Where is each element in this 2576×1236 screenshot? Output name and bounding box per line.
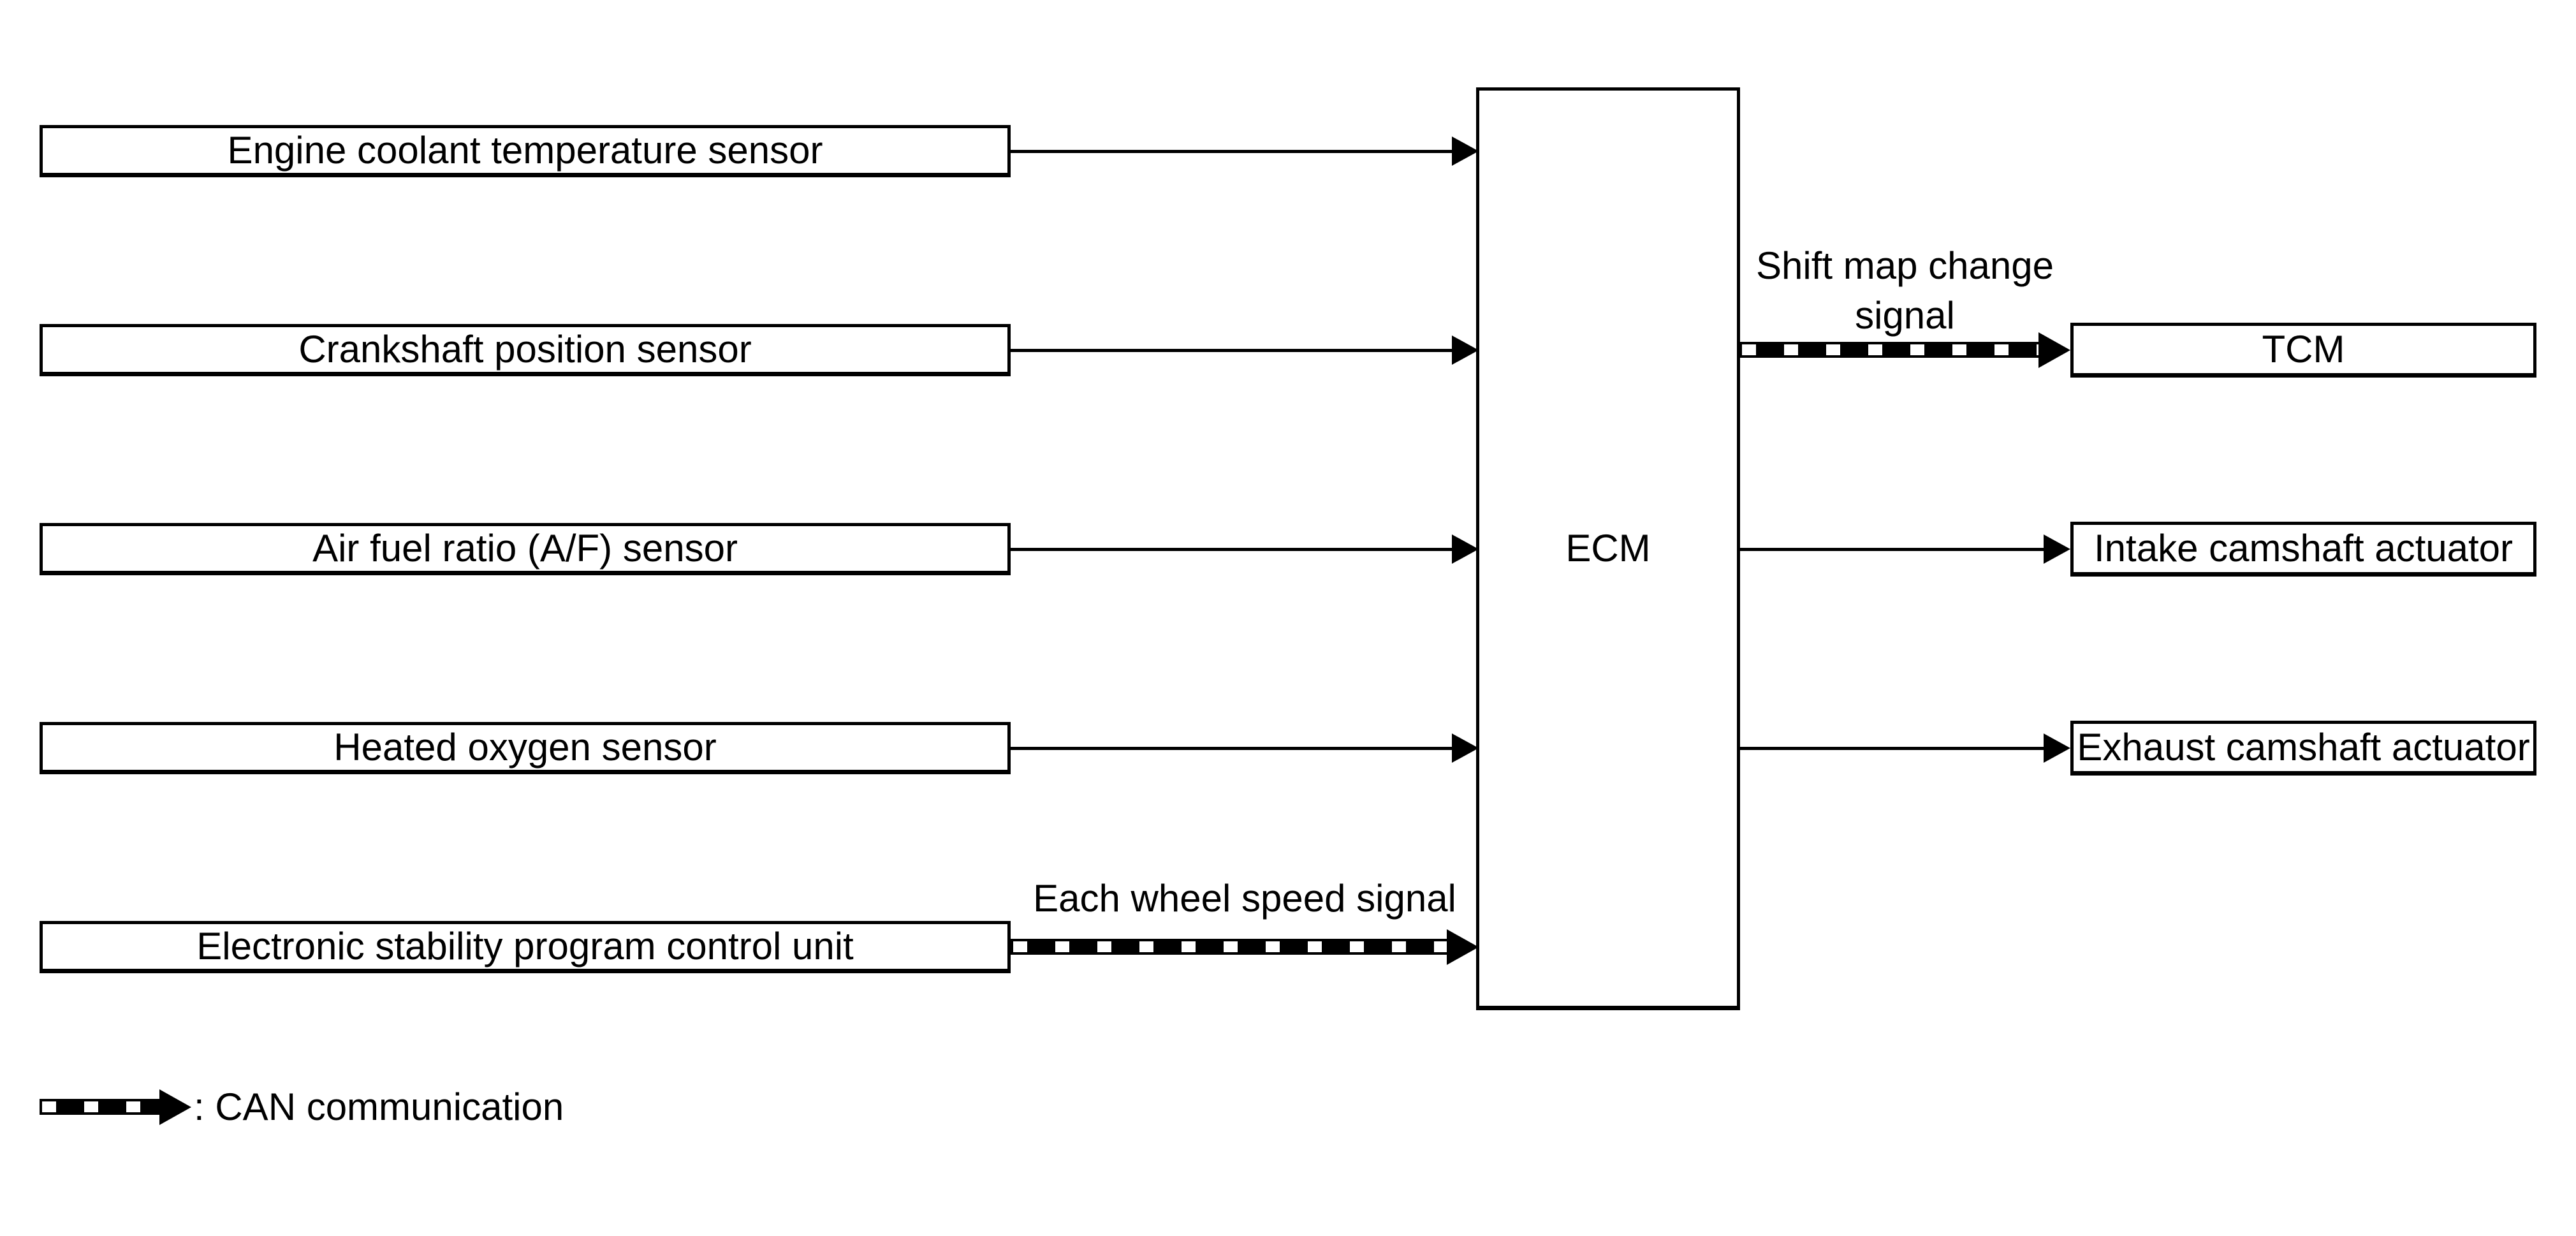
- output-box-exhaust-camshaft-actuator: Exhaust camshaft actuator: [2070, 721, 2536, 776]
- can-arrowhead-ecm-to-tcm: [2038, 332, 2070, 368]
- arrowhead-oxygen-to-ecm: [1452, 733, 1479, 763]
- can-arrow-bar-esp-to-ecm: [1011, 939, 1447, 955]
- legend-label: : CAN communication: [194, 1085, 564, 1128]
- arrow-line-crankshaft-to-ecm: [1011, 349, 1452, 352]
- legend-can-arrow-bar: [40, 1099, 159, 1115]
- arrowhead-crankshaft-to-ecm: [1452, 335, 1479, 365]
- can-arrowhead-esp-to-ecm: [1447, 929, 1479, 965]
- output-box-label: Intake camshaft actuator: [2093, 527, 2513, 570]
- input-box-heated-oxygen-sensor: Heated oxygen sensor: [40, 722, 1011, 774]
- output-box-label: Exhaust camshaft actuator: [2077, 726, 2530, 769]
- arrow-line-ecm-to-exhaust-actuator: [1739, 747, 2044, 750]
- arrow-line-airfuel-to-ecm: [1011, 548, 1452, 551]
- input-box-air-fuel-ratio-sensor: Air fuel ratio (A/F) sensor: [40, 523, 1011, 575]
- input-box-engine-coolant-temperature-sensor: Engine coolant temperature sensor: [40, 125, 1011, 177]
- legend-can-arrowhead: [159, 1089, 191, 1125]
- ecm-label: ECM: [1565, 526, 1651, 570]
- label-shift-map-change-signal: Shift map change signal: [1756, 244, 2054, 337]
- input-box-crankshaft-position-sensor: Crankshaft position sensor: [40, 324, 1011, 376]
- label-each-wheel-speed-signal: Each wheel speed signal: [1033, 877, 1456, 920]
- arrowhead-ecm-to-exhaust-actuator: [2044, 733, 2070, 763]
- arrowhead-airfuel-to-ecm: [1452, 534, 1479, 564]
- input-box-label: Engine coolant temperature sensor: [227, 129, 823, 172]
- input-box-label: Heated oxygen sensor: [333, 726, 717, 769]
- input-box-label: Crankshaft position sensor: [298, 328, 752, 371]
- arrow-line-coolant-to-ecm: [1011, 150, 1452, 153]
- output-box-label: TCM: [2262, 328, 2345, 371]
- arrowhead-coolant-to-ecm: [1452, 136, 1479, 166]
- can-arrow-bar-ecm-to-tcm: [1739, 342, 2038, 358]
- input-box-electronic-stability-program-control-unit: Electronic stability program control uni…: [40, 921, 1011, 973]
- input-box-label: Electronic stability program control uni…: [196, 925, 854, 967]
- output-box-intake-camshaft-actuator: Intake camshaft actuator: [2070, 522, 2536, 577]
- arrow-line-ecm-to-intake-actuator: [1739, 548, 2044, 551]
- arrow-line-oxygen-to-ecm: [1011, 747, 1452, 750]
- input-box-label: Air fuel ratio (A/F) sensor: [312, 527, 738, 570]
- output-box-tcm: TCM: [2070, 323, 2536, 378]
- ecm-box: ECM: [1476, 87, 1740, 1010]
- arrowhead-ecm-to-intake-actuator: [2044, 534, 2070, 564]
